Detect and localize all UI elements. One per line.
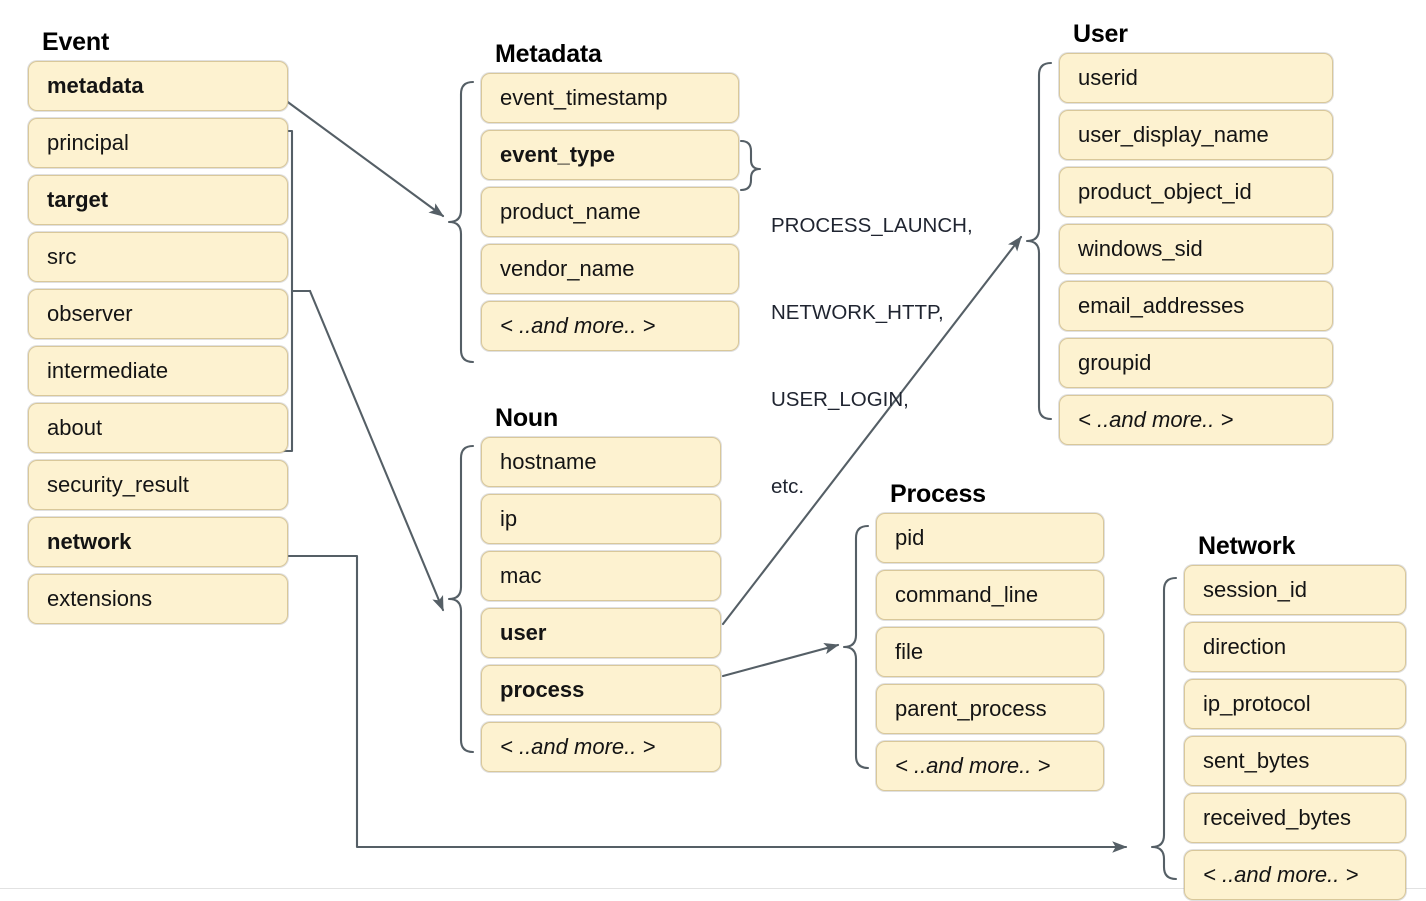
- group-noun: Noun hostname ip mac user process < ..an…: [481, 406, 721, 772]
- field-network-direction[interactable]: direction: [1184, 622, 1406, 672]
- group-title-metadata: Metadata: [495, 40, 602, 68]
- field-user-more[interactable]: < ..and more.. >: [1059, 395, 1333, 445]
- field-list-user: userid user_display_name product_object_…: [1059, 53, 1333, 445]
- group-title-network: Network: [1198, 532, 1296, 560]
- field-user-windows-sid[interactable]: windows_sid: [1059, 224, 1333, 274]
- field-process-parent-process[interactable]: parent_process: [876, 684, 1104, 734]
- group-title-event: Event: [42, 28, 110, 56]
- field-network-received-bytes[interactable]: received_bytes: [1184, 793, 1406, 843]
- field-noun-hostname[interactable]: hostname: [481, 437, 721, 487]
- field-event-metadata[interactable]: metadata: [28, 61, 288, 111]
- wire-metadata: [283, 98, 445, 218]
- field-event-principal[interactable]: principal: [28, 118, 288, 168]
- field-user-email-addresses[interactable]: email_addresses: [1059, 281, 1333, 331]
- field-noun-user[interactable]: user: [481, 608, 721, 658]
- field-metadata-event-type[interactable]: event_type: [481, 130, 739, 180]
- wire-noun-process: [721, 643, 840, 678]
- field-noun-more[interactable]: < ..and more.. >: [481, 722, 721, 772]
- group-network: Network session_id direction ip_protocol…: [1184, 534, 1406, 900]
- wire-noun: [308, 289, 445, 612]
- event-type-value-3: USER_LOGIN,: [771, 388, 909, 411]
- field-noun-ip[interactable]: ip: [481, 494, 721, 544]
- field-metadata-product-name[interactable]: product_name: [481, 187, 739, 237]
- field-user-userid[interactable]: userid: [1059, 53, 1333, 103]
- field-event-target[interactable]: target: [28, 175, 288, 225]
- field-process-file[interactable]: file: [876, 627, 1104, 677]
- field-network-session-id[interactable]: session_id: [1184, 565, 1406, 615]
- field-list-noun: hostname ip mac user process < ..and mor…: [481, 437, 721, 772]
- field-process-more[interactable]: < ..and more.. >: [876, 741, 1104, 791]
- event-type-brace: [739, 139, 762, 192]
- field-event-observer[interactable]: observer: [28, 289, 288, 339]
- user-brace: [1025, 61, 1053, 421]
- group-title-user: User: [1073, 20, 1128, 48]
- bottom-divider: [0, 888, 1426, 889]
- group-user: User userid user_display_name product_ob…: [1059, 22, 1333, 445]
- field-event-network[interactable]: network: [28, 517, 288, 567]
- process-brace: [842, 524, 870, 770]
- field-list-event: metadata principal target src observer i…: [28, 61, 288, 624]
- group-metadata: Metadata event_timestamp event_type prod…: [481, 42, 739, 351]
- field-event-about[interactable]: about: [28, 403, 288, 453]
- field-metadata-event-timestamp[interactable]: event_timestamp: [481, 73, 739, 123]
- field-list-metadata: event_timestamp event_type product_name …: [481, 73, 739, 351]
- field-network-more[interactable]: < ..and more.. >: [1184, 850, 1406, 900]
- event-type-value-2: NETWORK_HTTP,: [771, 301, 944, 324]
- field-user-user-display-name[interactable]: user_display_name: [1059, 110, 1333, 160]
- field-network-sent-bytes[interactable]: sent_bytes: [1184, 736, 1406, 786]
- field-metadata-more[interactable]: < ..and more.. >: [481, 301, 739, 351]
- event-type-value-1: PROCESS_LAUNCH,: [771, 214, 973, 237]
- field-event-security-result[interactable]: security_result: [28, 460, 288, 510]
- noun-brace: [447, 444, 475, 754]
- metadata-brace: [447, 80, 475, 364]
- field-process-command-line[interactable]: command_line: [876, 570, 1104, 620]
- event-type-values-annotation: PROCESS_LAUNCH, NETWORK_HTTP, USER_LOGIN…: [771, 153, 973, 559]
- field-event-intermediate[interactable]: intermediate: [28, 346, 288, 396]
- field-list-network: session_id direction ip_protocol sent_by…: [1184, 565, 1406, 900]
- event-type-value-4: etc.: [771, 475, 805, 498]
- field-user-groupid[interactable]: groupid: [1059, 338, 1333, 388]
- field-network-ip-protocol[interactable]: ip_protocol: [1184, 679, 1406, 729]
- field-noun-mac[interactable]: mac: [481, 551, 721, 601]
- field-noun-process[interactable]: process: [481, 665, 721, 715]
- group-title-noun: Noun: [495, 404, 559, 432]
- network-brace: [1150, 576, 1178, 881]
- field-event-src[interactable]: src: [28, 232, 288, 282]
- field-event-extensions[interactable]: extensions: [28, 574, 288, 624]
- field-user-product-object-id[interactable]: product_object_id: [1059, 167, 1333, 217]
- group-event: Event metadata principal target src obse…: [28, 30, 288, 624]
- field-metadata-vendor-name[interactable]: vendor_name: [481, 244, 739, 294]
